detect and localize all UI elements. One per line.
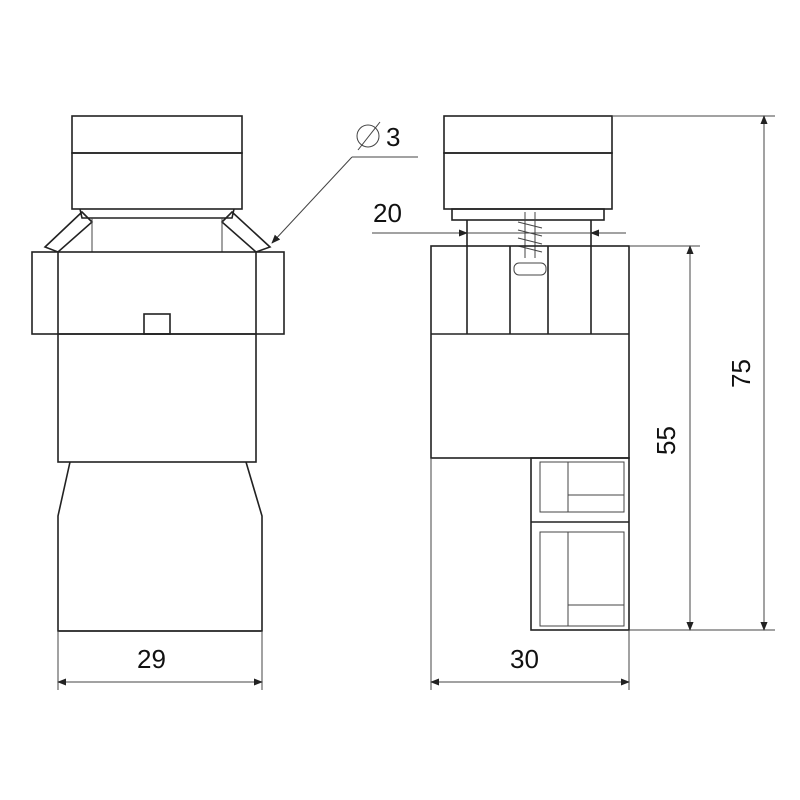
side-cap-body [443, 152, 613, 210]
neck-width-label: 20 [373, 198, 402, 228]
front-cap-knurl [71, 115, 243, 154]
side-width-label: 30 [510, 644, 539, 674]
dimension-lines [57, 115, 775, 690]
front-width-label: 29 [137, 644, 166, 674]
front-lower-housing [57, 461, 263, 632]
front-view [31, 115, 285, 632]
total-height-label: 75 [726, 359, 756, 388]
body-height-label: 55 [651, 426, 681, 455]
diameter-icon [356, 121, 381, 151]
front-cap-body [71, 152, 243, 210]
front-neck [79, 208, 235, 219]
side-body [430, 245, 630, 459]
contact-block [530, 457, 630, 631]
hole-diameter-label: 3 [386, 122, 400, 152]
front-flange [31, 251, 285, 335]
screw-icon [513, 212, 547, 276]
side-neck [451, 208, 605, 221]
side-view [430, 115, 630, 631]
front-latch [143, 313, 171, 335]
dimension-labels: 3 20 29 30 55 75 [137, 121, 756, 674]
front-body [57, 333, 257, 463]
side-cap-knurl [443, 115, 613, 154]
